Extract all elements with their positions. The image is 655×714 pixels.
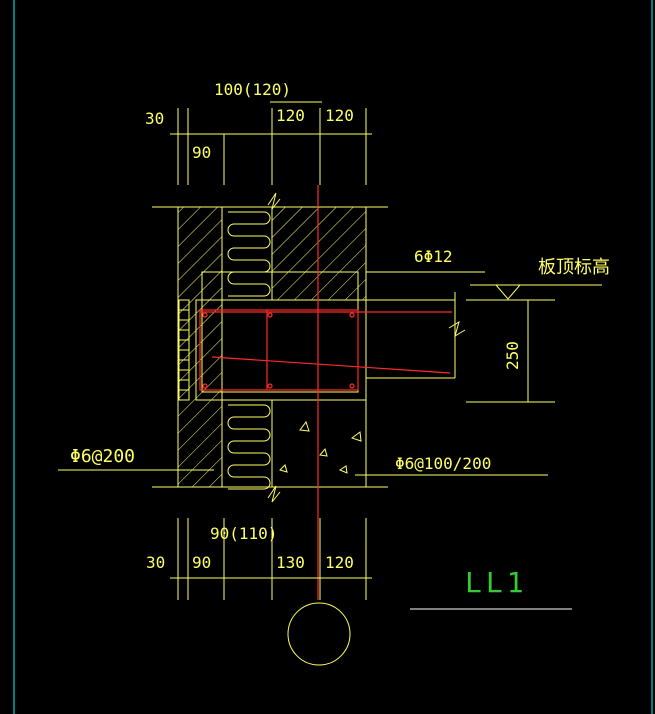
label-rebar-top: 6Φ12 — [414, 247, 453, 266]
top-dimension-lines — [170, 101, 372, 185]
dim-top-90: 90 — [192, 143, 211, 162]
dim-height-250: 250 — [503, 341, 522, 370]
rebar-cage — [199, 185, 452, 600]
dim-bot-130: 130 — [276, 553, 305, 572]
label-stirrup-right: Φ6@100/200 — [395, 454, 491, 473]
dim-bot-90: 90 — [192, 553, 211, 572]
dim-bot-120: 120 — [325, 553, 354, 572]
beam-name-label: LL1 — [465, 566, 528, 599]
dim-bot-30: 30 — [146, 553, 165, 572]
dim-top-30: 30 — [145, 109, 164, 128]
dim-top-120a: 120 — [276, 106, 305, 125]
bottom-dimension-lines — [170, 518, 372, 600]
axis-circle — [287, 602, 351, 666]
label-slab-elevation: 板顶标高 — [538, 257, 610, 278]
dim-top-120b: 120 — [325, 106, 354, 125]
label-stirrup-left: Φ6@200 — [70, 446, 135, 467]
slab-elevation-mark — [466, 284, 602, 403]
dim-top-total: 100(120) — [214, 80, 291, 99]
dim-bot-total: 90(110) — [210, 524, 277, 543]
